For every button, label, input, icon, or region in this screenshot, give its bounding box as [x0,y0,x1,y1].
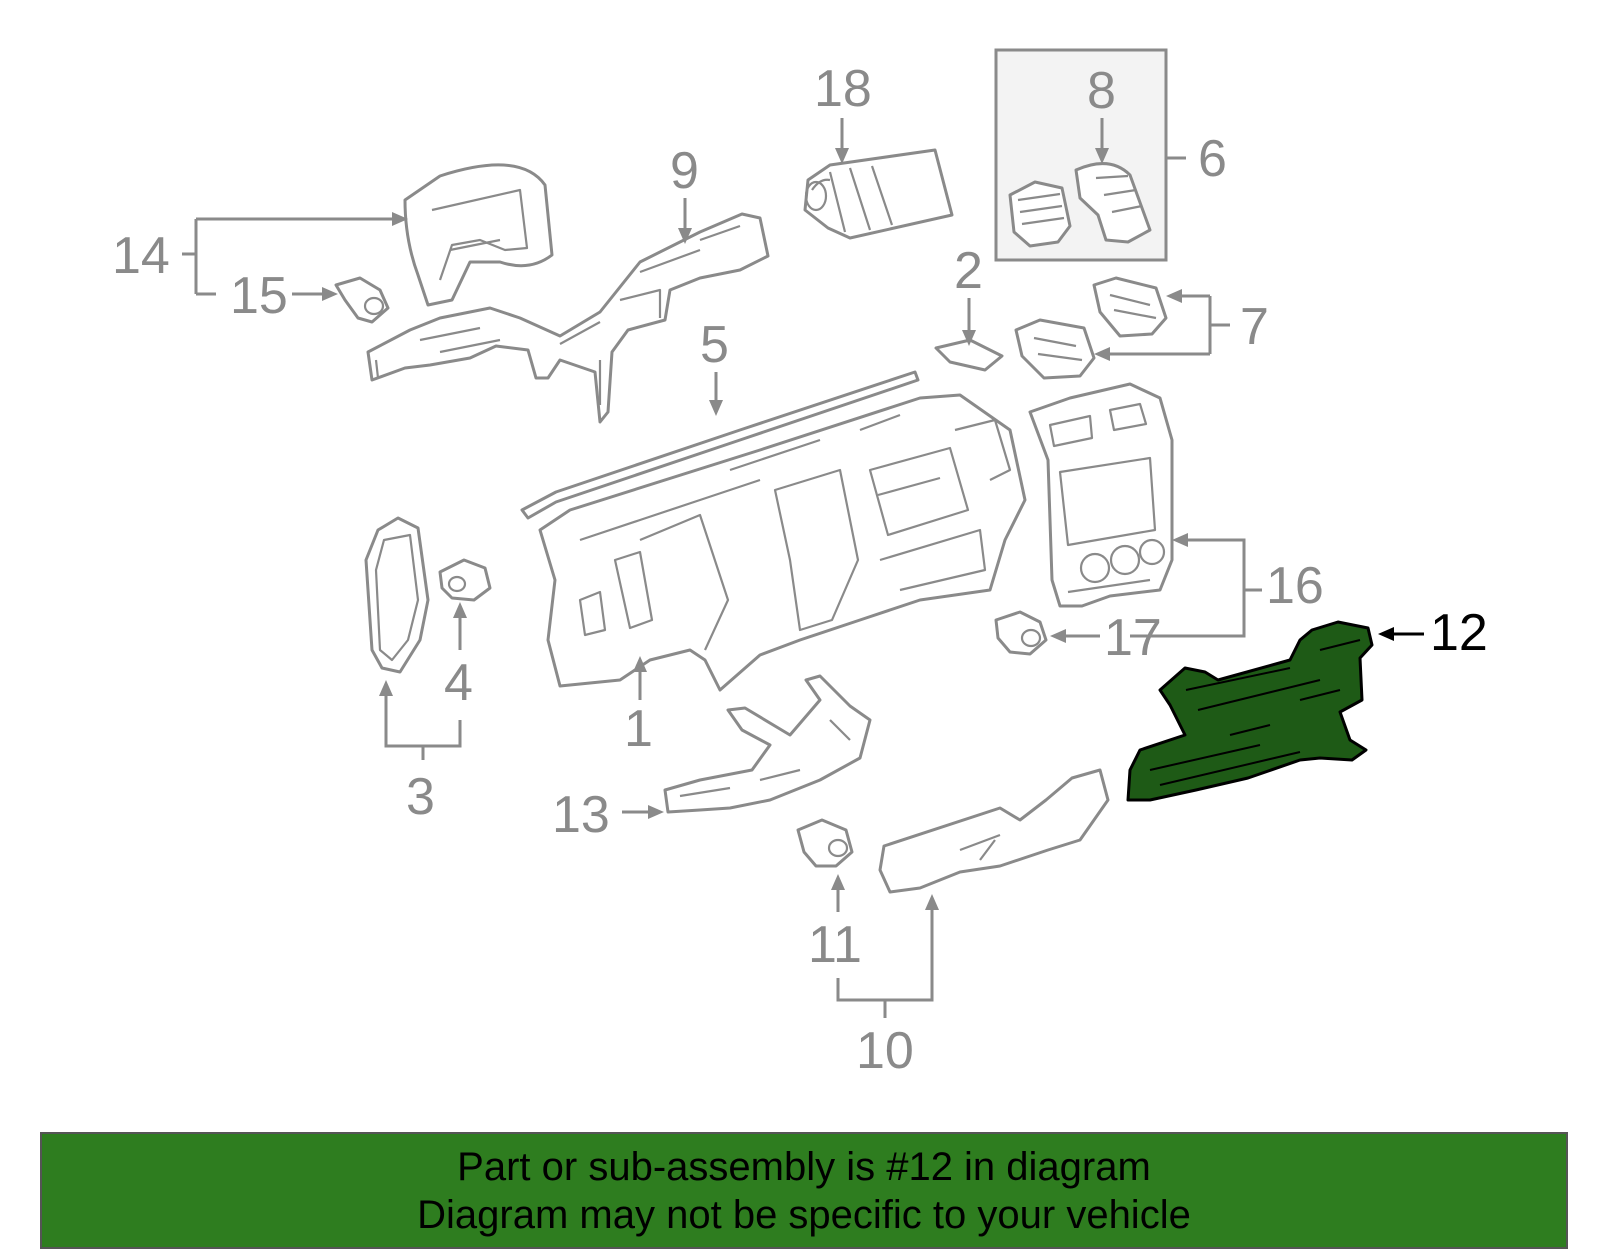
part-16-center-bezel [1028,382,1174,608]
info-banner: Part or sub-assembly is #12 in diagram D… [40,1132,1568,1249]
callout-11: 11 [808,916,862,974]
part-14-cluster-bezel [403,163,554,307]
part-12-highlighted [1126,620,1374,802]
callout-17: 17 [1104,609,1162,667]
callout-8: 8 [1087,62,1116,120]
callout-16: 16 [1266,557,1324,615]
callout-10: 10 [856,1022,914,1080]
banner-line-2: Diagram may not be specific to your vehi… [417,1192,1191,1237]
part-6-vent-group [994,48,1168,262]
callout-15: 15 [230,267,288,325]
callout-7: 7 [1240,298,1269,356]
part-10-closeout-panel [878,768,1110,894]
part-3-end-cap [364,516,430,674]
callout-4: 4 [444,654,473,712]
leader-lines [182,118,1424,1018]
banner-line-1: Part or sub-assembly is #12 in diagram [457,1144,1151,1189]
part-13-lower-bracket [663,674,872,814]
part-15-clip [334,276,390,324]
part-2-pad [934,338,1004,372]
callout-1: 1 [624,700,653,758]
callout-9: 9 [670,142,699,200]
callout-6: 6 [1198,130,1227,188]
part-18-center-vent [803,148,954,240]
callout-13: 13 [552,786,610,844]
part-9-reinforcement [366,212,770,424]
callout-14: 14 [112,227,170,285]
part-17-clip [994,610,1048,656]
part-1-instrument-panel [538,393,1027,692]
callouts: 14 15 9 18 8 6 2 7 5 16 17 12 4 3 1 13 1… [112,60,1488,1080]
part-4-clip [438,558,492,602]
callout-5: 5 [700,316,729,374]
callout-2: 2 [954,242,983,300]
callout-3: 3 [406,768,435,826]
part-5-defrost-trim [520,370,920,520]
callout-18: 18 [814,60,872,118]
callout-12: 12 [1430,604,1488,662]
part-11-clip [796,818,854,868]
part-7-side-vents [1014,276,1168,380]
